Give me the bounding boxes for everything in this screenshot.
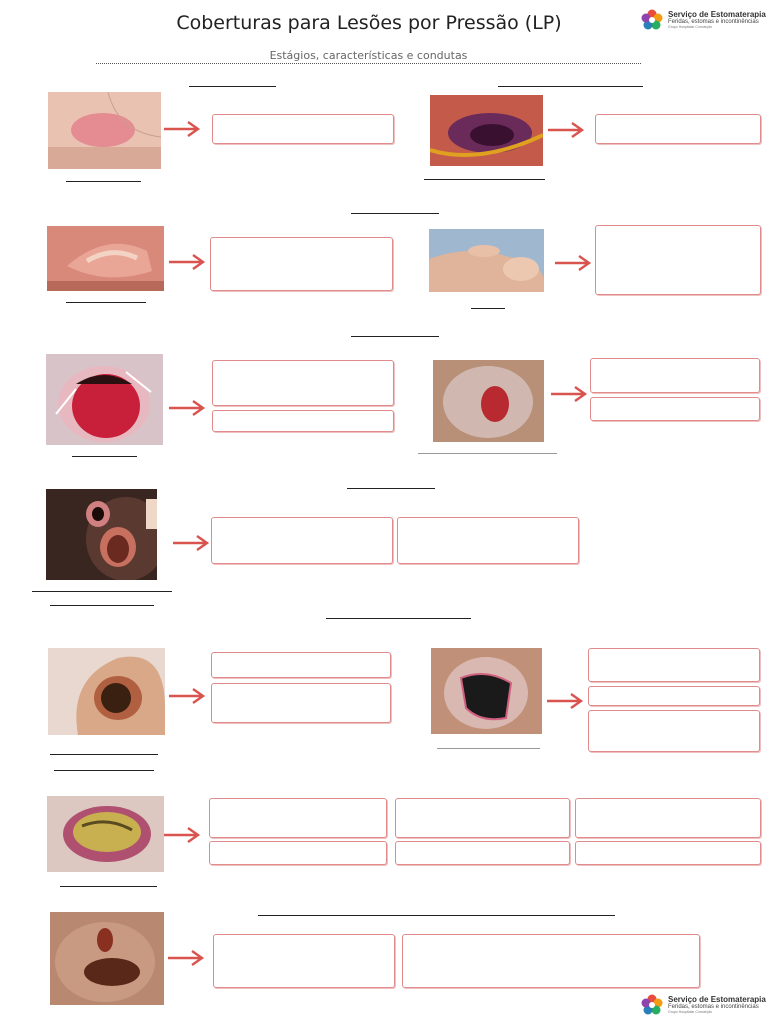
section-heading-line bbox=[326, 618, 471, 619]
caption-line bbox=[54, 770, 154, 771]
answer-box[interactable] bbox=[209, 798, 387, 838]
logo-bottom: Serviço de Estomaterapia Feridas, estoma… bbox=[640, 993, 766, 1017]
section-heading-line bbox=[189, 86, 276, 87]
wound-photo-stage4 bbox=[46, 489, 157, 580]
arrow-right-icon bbox=[169, 400, 206, 416]
arrow-right-icon bbox=[169, 688, 206, 704]
section-heading-line bbox=[258, 915, 615, 916]
arrow-right-icon bbox=[169, 254, 206, 270]
answer-box[interactable] bbox=[210, 237, 393, 291]
answer-box[interactable] bbox=[212, 410, 394, 432]
answer-box[interactable] bbox=[595, 225, 761, 295]
arrow-right-icon bbox=[551, 386, 588, 402]
logo-top: Serviço de Estomaterapia Feridas, estoma… bbox=[640, 8, 766, 32]
logo-line2: Feridas, estomas e incontinências bbox=[668, 19, 759, 26]
flower-logo-icon bbox=[641, 994, 663, 1015]
answer-box[interactable] bbox=[209, 841, 387, 865]
caption-line bbox=[66, 302, 146, 303]
answer-box[interactable] bbox=[213, 934, 395, 988]
caption-line bbox=[50, 605, 154, 606]
arrow-right-icon bbox=[548, 122, 585, 138]
wound-photo-eschar bbox=[431, 648, 542, 734]
answer-box[interactable] bbox=[395, 841, 570, 865]
caption-line bbox=[471, 308, 505, 309]
answer-box[interactable] bbox=[575, 798, 761, 838]
caption-line bbox=[60, 886, 157, 887]
flower-logo-icon bbox=[641, 9, 663, 30]
wound-photo-stage2 bbox=[47, 226, 164, 291]
wound-photo-unstageable bbox=[48, 648, 165, 735]
logo-line1: Serviço de Estomaterapia bbox=[668, 9, 766, 19]
wound-photo-heel-blister bbox=[429, 229, 544, 292]
answer-box[interactable] bbox=[212, 114, 394, 144]
arrow-right-icon bbox=[173, 535, 210, 551]
arrow-right-icon bbox=[164, 827, 201, 843]
wound-photo-deep bbox=[50, 912, 164, 1005]
caption-line bbox=[437, 748, 540, 749]
answer-box[interactable] bbox=[211, 683, 391, 723]
caption-line bbox=[50, 754, 158, 755]
caption-line bbox=[72, 456, 137, 457]
answer-box[interactable] bbox=[588, 710, 760, 752]
answer-box[interactable] bbox=[397, 517, 579, 564]
wound-photo-stage1 bbox=[48, 92, 161, 169]
section-heading-line bbox=[351, 213, 439, 214]
section-heading-line bbox=[347, 488, 435, 489]
answer-box[interactable] bbox=[211, 652, 391, 678]
logo-line1: Serviço de Estomaterapia bbox=[668, 994, 766, 1004]
answer-box[interactable] bbox=[575, 841, 761, 865]
caption-line bbox=[424, 179, 545, 180]
arrow-right-icon bbox=[547, 693, 584, 709]
logo-line3: Grupo Hospitalar Conceição bbox=[668, 24, 712, 29]
logo-line2: Feridas, estomas e incontinências bbox=[668, 1004, 759, 1011]
logo-line3: Grupo Hospitalar Conceição bbox=[668, 1009, 712, 1014]
caption-line bbox=[66, 181, 141, 182]
answer-box[interactable] bbox=[590, 397, 760, 421]
answer-box[interactable] bbox=[211, 517, 393, 564]
wound-photo-stage3-b bbox=[433, 360, 544, 442]
page-subtitle: Estágios, características e condutas bbox=[269, 49, 468, 62]
caption-line bbox=[418, 453, 557, 454]
wound-photo-stage3 bbox=[46, 354, 163, 445]
subtitle-dotted-line bbox=[96, 63, 641, 64]
arrow-right-icon bbox=[555, 255, 592, 271]
answer-box[interactable] bbox=[590, 358, 760, 393]
arrow-right-icon bbox=[168, 950, 205, 966]
answer-box[interactable] bbox=[402, 934, 700, 988]
answer-box[interactable] bbox=[588, 686, 760, 706]
answer-box[interactable] bbox=[395, 798, 570, 838]
wound-photo-deep-tissue bbox=[430, 95, 543, 166]
answer-box[interactable] bbox=[595, 114, 761, 144]
section-heading-line bbox=[498, 86, 643, 87]
arrow-right-icon bbox=[164, 121, 201, 137]
answer-box[interactable] bbox=[212, 360, 394, 406]
answer-box[interactable] bbox=[588, 648, 760, 682]
caption-line bbox=[32, 591, 172, 592]
wound-photo-slough bbox=[47, 796, 164, 872]
section-heading-line bbox=[351, 336, 439, 337]
page-title: Coberturas para Lesões por Pressão (LP) bbox=[176, 12, 562, 34]
